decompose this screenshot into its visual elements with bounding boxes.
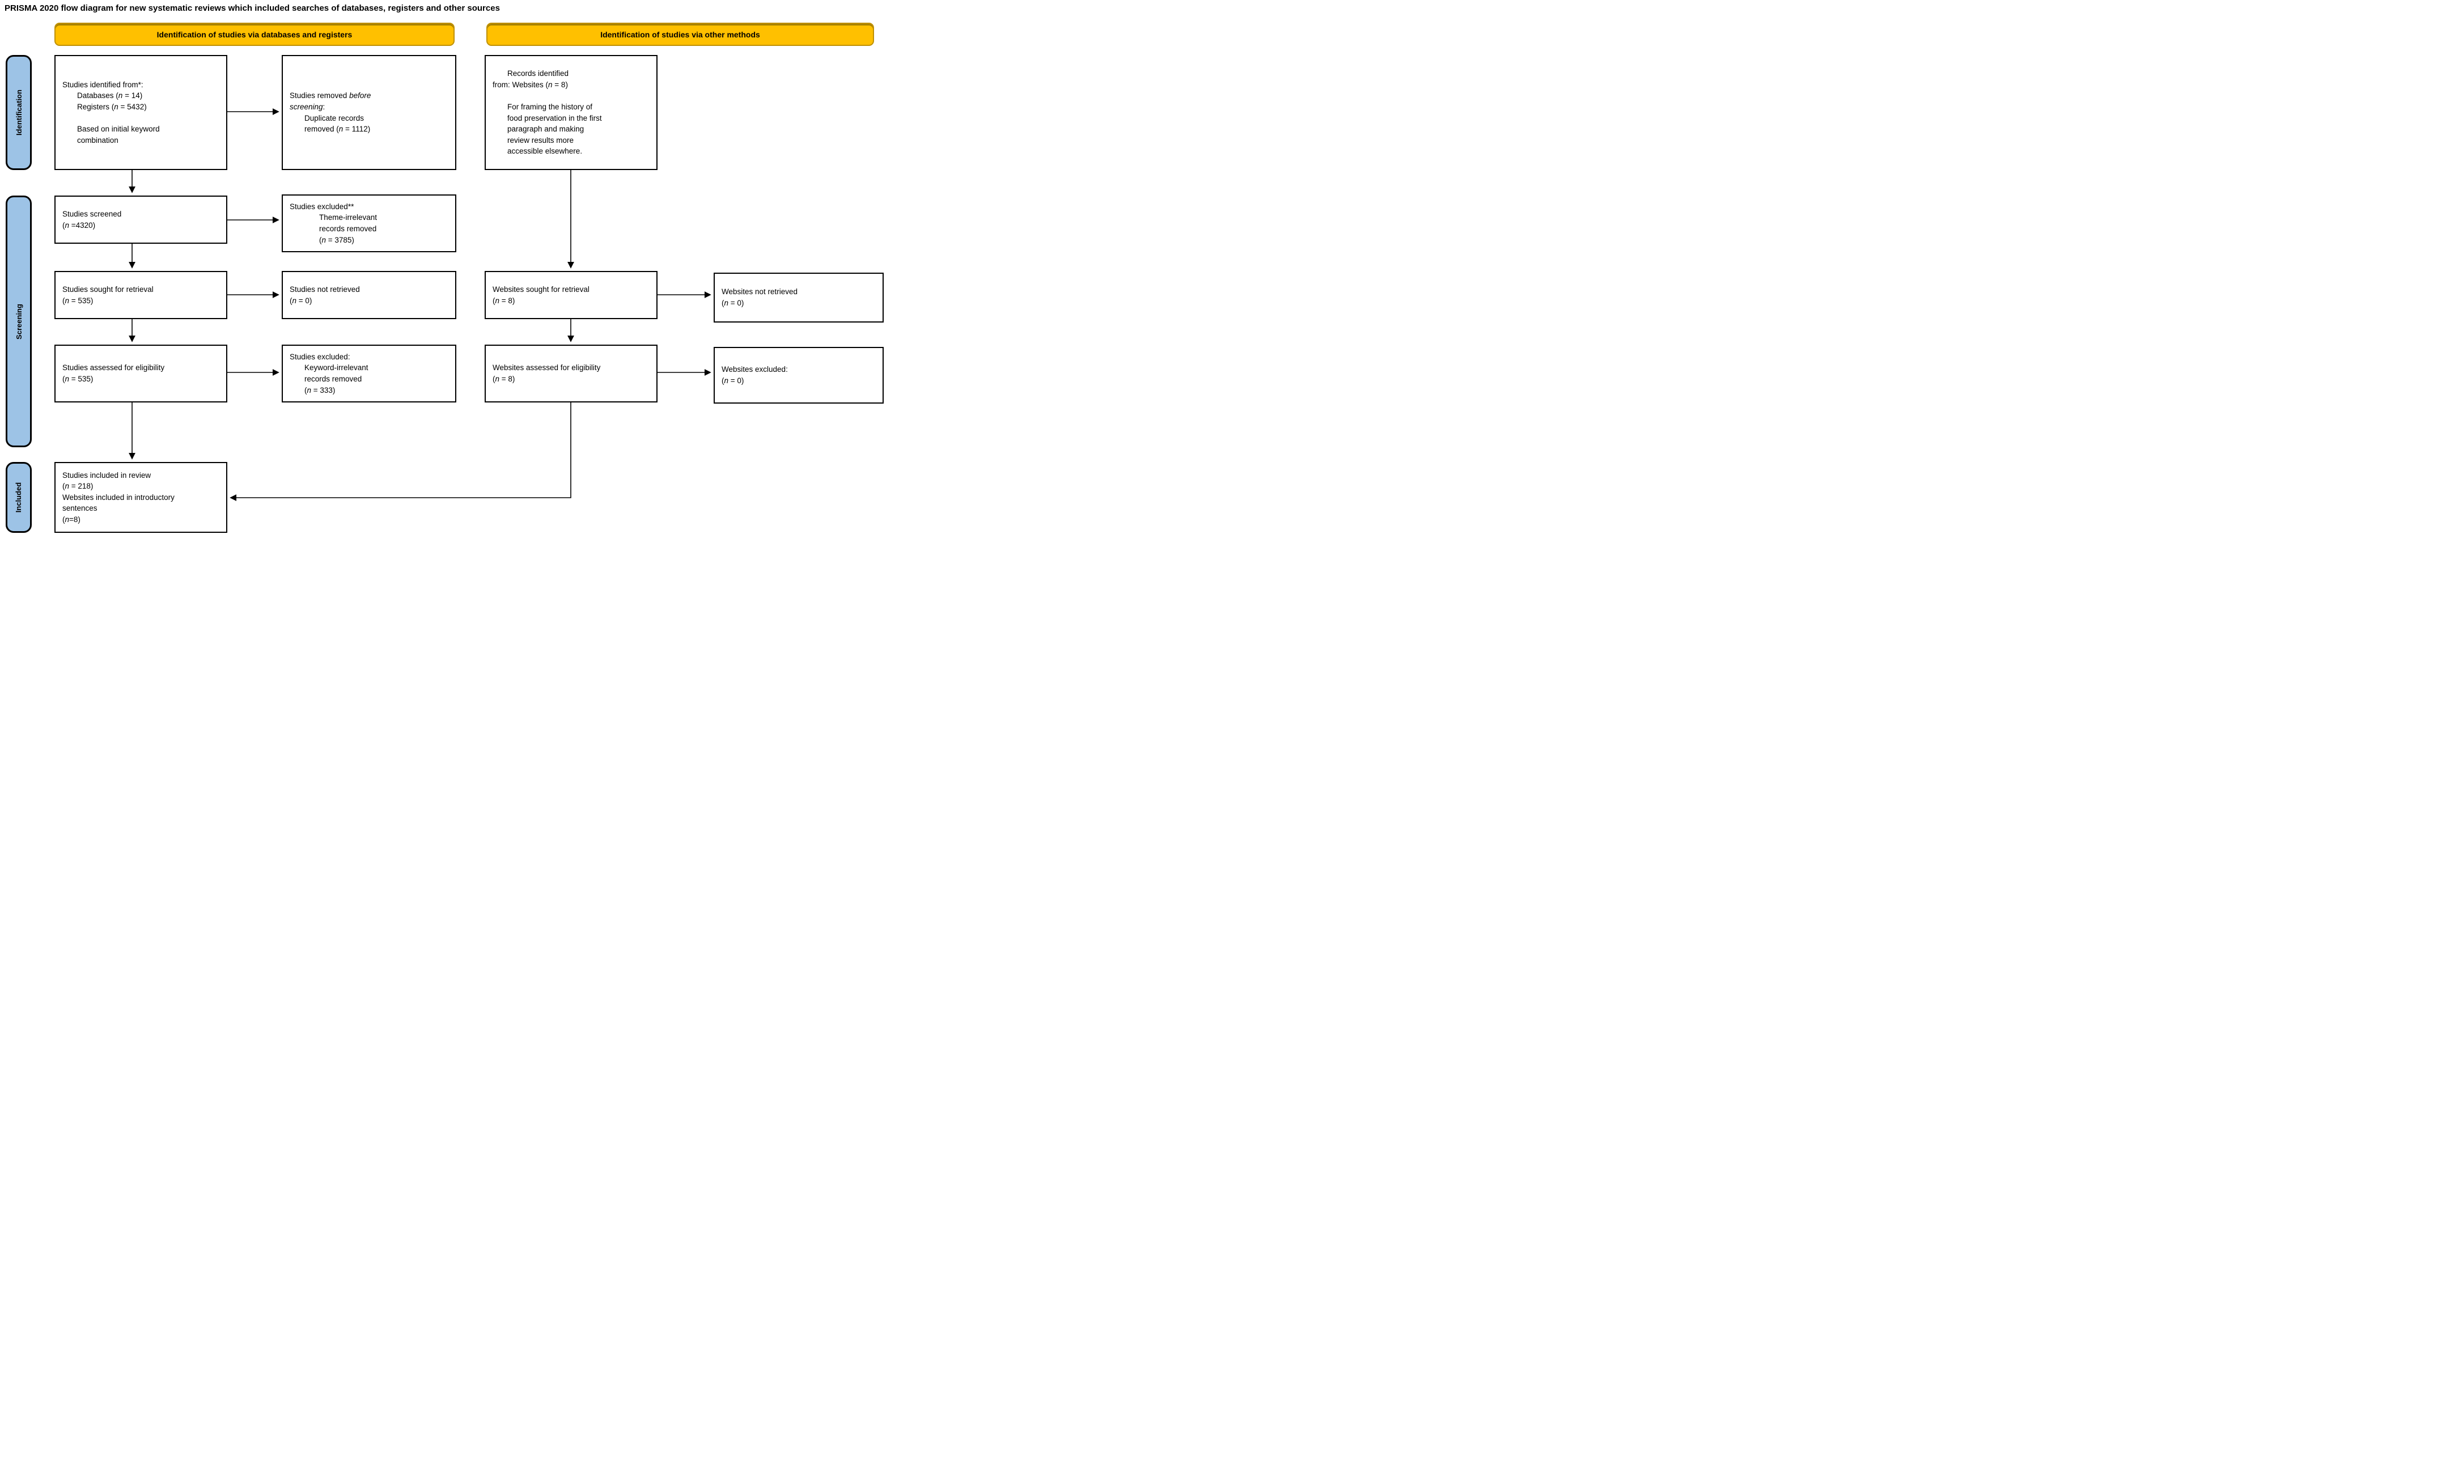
header-other-methods-label: Identification of studies via other meth… (600, 29, 760, 39)
header-other-methods: Identification of studies via other meth… (486, 23, 874, 46)
sidebar-screening-label: Screening (14, 303, 23, 340)
sidebar-identification-label: Identification (14, 90, 23, 135)
box-websites-sought-retrieval: Websites sought for retrieval(n = 8) (485, 271, 658, 319)
box-websites-assessed-eligibility: Websites assessed for eligibility(n = 8) (485, 345, 658, 402)
box-studies-sought-retrieval: Studies sought for retrieval(n = 535) (54, 271, 227, 319)
page-title: PRISMA 2020 flow diagram for new systema… (5, 3, 500, 13)
box-websites-excluded: Websites excluded:(n = 0) (714, 347, 884, 404)
box-studies-identified: Studies identified from*:Databases (n = … (54, 55, 227, 170)
header-databases-registers-label: Identification of studies via databases … (156, 29, 353, 39)
box-websites-not-retrieved: Websites not retrieved(n = 0) (714, 273, 884, 323)
box-studies-assessed-eligibility: Studies assessed for eligibility(n = 535… (54, 345, 227, 402)
box-studies-screened: Studies screened(n =4320) (54, 196, 227, 244)
box-studies-not-retrieved: Studies not retrieved(n = 0) (282, 271, 456, 319)
header-databases-registers: Identification of studies via databases … (54, 23, 455, 46)
prisma-flow-diagram: PRISMA 2020 flow diagram for new systema… (0, 0, 889, 535)
sidebar-identification: Identification (6, 55, 32, 170)
sidebar-included: Included (6, 462, 32, 533)
sidebar-screening: Screening (6, 196, 32, 447)
box-studies-included: Studies included in review(n = 218)Websi… (54, 462, 227, 533)
sidebar-included-label: Included (14, 482, 23, 513)
